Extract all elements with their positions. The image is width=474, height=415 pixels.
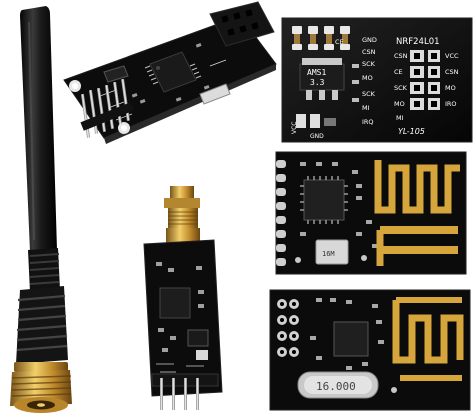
ce-silk-label: CE bbox=[335, 38, 344, 46]
pin-label: MO bbox=[445, 84, 456, 92]
pin-label: MI bbox=[396, 114, 404, 122]
pin-label: SCK bbox=[362, 60, 376, 68]
nrf24l01-base-adapter-yl105: AMS1 3.3 VCC GND GND CSN SCK MO SCK MI I… bbox=[281, 17, 473, 143]
vcc-silk-label: VCC bbox=[291, 122, 298, 134]
regulator-text-line2: 3.3 bbox=[310, 78, 325, 87]
pin-labels-left: GND CSN SCK MO SCK MI IRQ bbox=[362, 36, 377, 126]
pin-labels-right: VCC CSN MO IRO bbox=[445, 52, 459, 108]
smd-crystal-label: 16M bbox=[322, 250, 335, 258]
pin-label: CSN bbox=[445, 68, 459, 76]
pin-labels-mid: CSN CE SCK MO MI bbox=[394, 52, 408, 122]
brand-silk-label: YL-105 bbox=[398, 127, 425, 136]
nrf24l01-smd-module: 16M bbox=[275, 151, 467, 275]
pin-label: CSN bbox=[362, 48, 376, 56]
pin-label: SCK bbox=[362, 90, 376, 98]
regulator-text-line1: AMS1 bbox=[307, 68, 326, 77]
pin-label: MI bbox=[362, 104, 370, 112]
nrf24l01-pa-lna-module bbox=[143, 186, 223, 410]
pin-label: CSN bbox=[394, 52, 408, 60]
rubber-antenna bbox=[10, 6, 72, 413]
pin-label: GND bbox=[362, 36, 377, 44]
pin-label: IRO bbox=[445, 100, 457, 108]
nrf24l01-classic-module: 16.000 bbox=[269, 289, 471, 411]
pin-label: SCK bbox=[394, 84, 408, 92]
gnd-silk-label: GND bbox=[310, 133, 324, 140]
pin-label: MO bbox=[362, 74, 373, 82]
classic-crystal-label: 16.000 bbox=[316, 380, 356, 393]
module-title-silk: NRF24L01 bbox=[396, 37, 440, 47]
pin-label: MO bbox=[394, 100, 405, 108]
nrf24l01-socket-adapter bbox=[63, 1, 277, 144]
pin-label: IRQ bbox=[362, 118, 374, 126]
pin-label: VCC bbox=[445, 52, 459, 60]
pin-label: CE bbox=[394, 68, 403, 76]
